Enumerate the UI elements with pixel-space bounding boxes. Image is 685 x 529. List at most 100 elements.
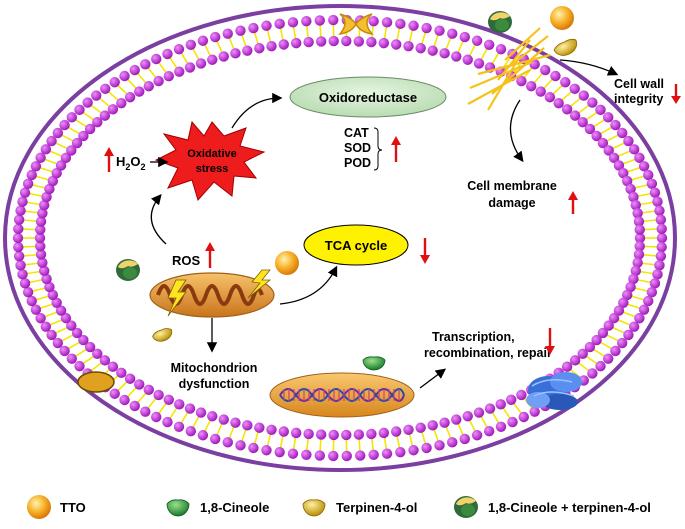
lipid-head	[153, 389, 164, 401]
lipid-head	[35, 216, 47, 227]
lipid-head	[266, 424, 277, 435]
lipid-head	[459, 31, 470, 43]
lipid-head	[447, 28, 458, 39]
lipid-head	[603, 353, 614, 364]
lipid-head	[197, 35, 209, 46]
lipid-head	[22, 178, 34, 189]
nucleus-cineole-cup-icon	[362, 356, 386, 371]
lipid-head	[366, 428, 377, 440]
lipid-head	[328, 429, 339, 441]
lipid-head	[638, 304, 650, 315]
lipid-head	[595, 104, 606, 116]
lipid-head	[71, 137, 83, 149]
lipid-head	[587, 368, 598, 379]
lipid-head	[649, 187, 661, 198]
lipid-head	[381, 448, 393, 459]
lipid-head	[634, 224, 645, 235]
lipid-head	[553, 97, 564, 109]
lipid-head	[434, 25, 445, 36]
lipid-head	[484, 403, 496, 414]
lipid-head	[633, 249, 645, 260]
lipid-head	[427, 45, 438, 56]
lipid-head	[578, 90, 589, 101]
lipid-head	[109, 388, 120, 399]
lipid-head	[13, 241, 24, 253]
lipid-head	[595, 360, 606, 372]
lipid-head	[603, 112, 614, 123]
lipid-head	[577, 117, 588, 128]
tto-sphere-icon	[550, 6, 574, 30]
lipid-head	[12, 232, 24, 244]
lipid-head	[540, 64, 551, 76]
lipid-head	[584, 123, 596, 135]
combined-molecule-icon	[488, 11, 512, 33]
lipid-head	[495, 399, 506, 410]
lipid-head	[124, 373, 136, 384]
membrane-label-line2: damage	[488, 196, 535, 210]
lipid-head	[35, 313, 46, 324]
lipid-head	[623, 135, 634, 147]
lipid-head	[587, 97, 598, 108]
lipid-head	[434, 440, 445, 451]
enzyme-cat: CAT	[344, 126, 369, 140]
lipid-head	[451, 51, 462, 62]
lipid-head	[597, 137, 609, 149]
lipid-head	[608, 312, 620, 324]
lipid-head	[628, 191, 639, 203]
lipid-head	[550, 70, 561, 82]
lipid-head	[507, 416, 518, 428]
lipid-head	[60, 152, 72, 164]
lipid-head	[59, 345, 70, 357]
mito-to-tca-arrow	[279, 265, 338, 305]
lipid-head	[235, 440, 246, 451]
lipid-head	[616, 127, 628, 139]
lipid-head	[184, 403, 196, 414]
lipid-head	[151, 53, 162, 65]
legend-label: TTO	[60, 499, 86, 515]
h2o2-label: H2O2	[116, 154, 146, 172]
lipid-head	[471, 35, 483, 46]
lipid-head	[52, 337, 64, 349]
tca-cycle-node	[303, 224, 409, 266]
lipid-head	[119, 394, 130, 406]
lipid-head	[44, 281, 55, 293]
membrane-transport-protein	[77, 371, 115, 393]
lipid-head	[134, 86, 145, 97]
lipid-head	[60, 312, 72, 324]
lipid-head	[26, 295, 37, 307]
lipid-head	[646, 287, 658, 298]
terpinen-cup-icon	[553, 38, 578, 56]
lipid-head	[242, 45, 253, 56]
lipid-head	[261, 20, 272, 31]
lipid-head	[107, 104, 119, 115]
lipid-head	[287, 17, 299, 28]
lipid-head	[210, 433, 221, 445]
membrane-channel-protein	[338, 13, 374, 36]
lipid-head	[218, 51, 229, 62]
lipid-head	[643, 295, 654, 307]
lipid-head	[124, 92, 136, 103]
lipid-head	[603, 320, 614, 331]
lipid-head	[355, 450, 366, 461]
membrane-protein-complex	[526, 372, 582, 410]
lipid-head	[40, 321, 52, 332]
mito-combined-molecule-icon	[116, 259, 140, 281]
lipid-head	[328, 450, 339, 462]
oxidative-stress-burst	[154, 120, 266, 202]
lipid-head	[315, 36, 327, 47]
lipid-head	[395, 446, 406, 458]
oxidoreductase-label: Oxidoreductase	[319, 90, 417, 105]
enzyme-up-arrow	[391, 136, 401, 162]
lipid-head	[66, 112, 77, 123]
lipid-head	[207, 411, 218, 422]
lipid-head	[162, 48, 173, 60]
lipid-head	[618, 168, 629, 179]
lipid-head	[242, 420, 253, 431]
enzyme-pod: POD	[344, 156, 371, 170]
lipid-head	[630, 265, 641, 277]
lipid-head	[628, 273, 639, 285]
tca-label: TCA cycle	[325, 238, 387, 253]
legend-item-combined: 1,8-Cineole + terpinen-4-ol	[452, 494, 651, 520]
oxidoreductase-node	[289, 76, 447, 118]
lipid-head	[584, 341, 596, 353]
